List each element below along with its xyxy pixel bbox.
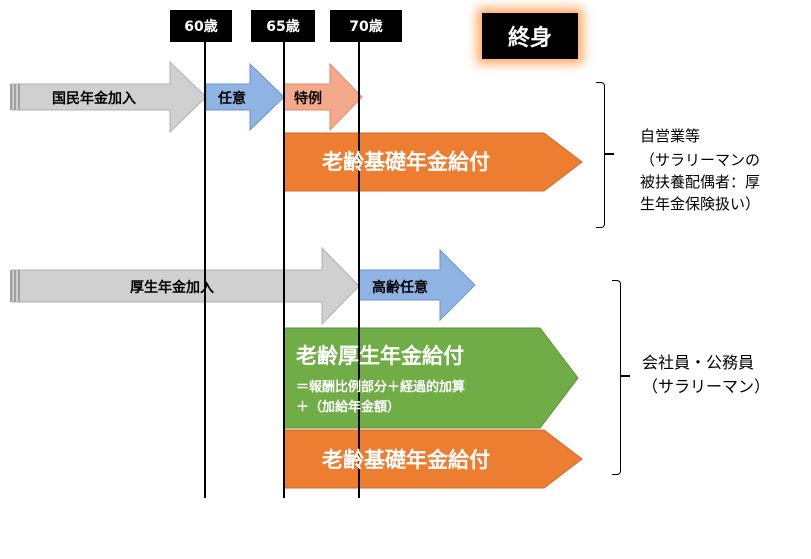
age70-label: 70歳 xyxy=(330,10,402,42)
basic-pension-label-top: 老齢基礎年金給付 xyxy=(322,150,490,174)
lifetime-label: 終身 xyxy=(482,13,578,59)
elderly-voluntary-arrow xyxy=(358,248,476,322)
employee-note: （サラリーマン） xyxy=(642,377,771,396)
elderly-voluntary-label: 高齢任意 xyxy=(372,280,428,296)
welfare-formula-1: ＝報酬比例部分＋経過的加算 xyxy=(296,380,466,395)
self-employed-brace-tick xyxy=(604,153,614,155)
employee-title: 会社員・公務員 xyxy=(642,353,755,372)
age65-label: 65歳 xyxy=(251,10,315,42)
special-arrow xyxy=(283,62,363,132)
self-employed-note-1: （サラリーマンの xyxy=(640,151,761,169)
self-employed-title: 自営業等 xyxy=(640,127,701,145)
voluntary-label: 任意 xyxy=(218,91,246,107)
welfare-pension-label: 老齢厚生年金給付 xyxy=(296,344,464,368)
special-label: 特例 xyxy=(294,91,322,107)
voluntary-arrow xyxy=(205,62,285,132)
self-employed-note-3: 生年金保険扱い） xyxy=(640,195,761,213)
self-employed-note-2: 被扶養配偶者：厚 xyxy=(640,173,761,191)
employee-brace-tick xyxy=(620,375,630,377)
national-pension-label: 国民年金加入 xyxy=(52,91,136,107)
age70-line xyxy=(358,42,360,498)
employee-pension-label: 厚生年金加入 xyxy=(130,280,214,296)
national-pension-arrow xyxy=(10,60,207,134)
age65-line xyxy=(283,42,285,498)
employee-pension-arrow xyxy=(10,246,360,326)
welfare-formula-2: ＋（加給年金額） xyxy=(296,400,401,415)
basic-pension-label-bottom: 老齢基礎年金給付 xyxy=(322,448,490,472)
self-employed-brace xyxy=(596,82,605,228)
age60-line xyxy=(204,42,206,498)
employee-brace xyxy=(612,280,621,475)
age60-label: 60歳 xyxy=(170,10,232,42)
